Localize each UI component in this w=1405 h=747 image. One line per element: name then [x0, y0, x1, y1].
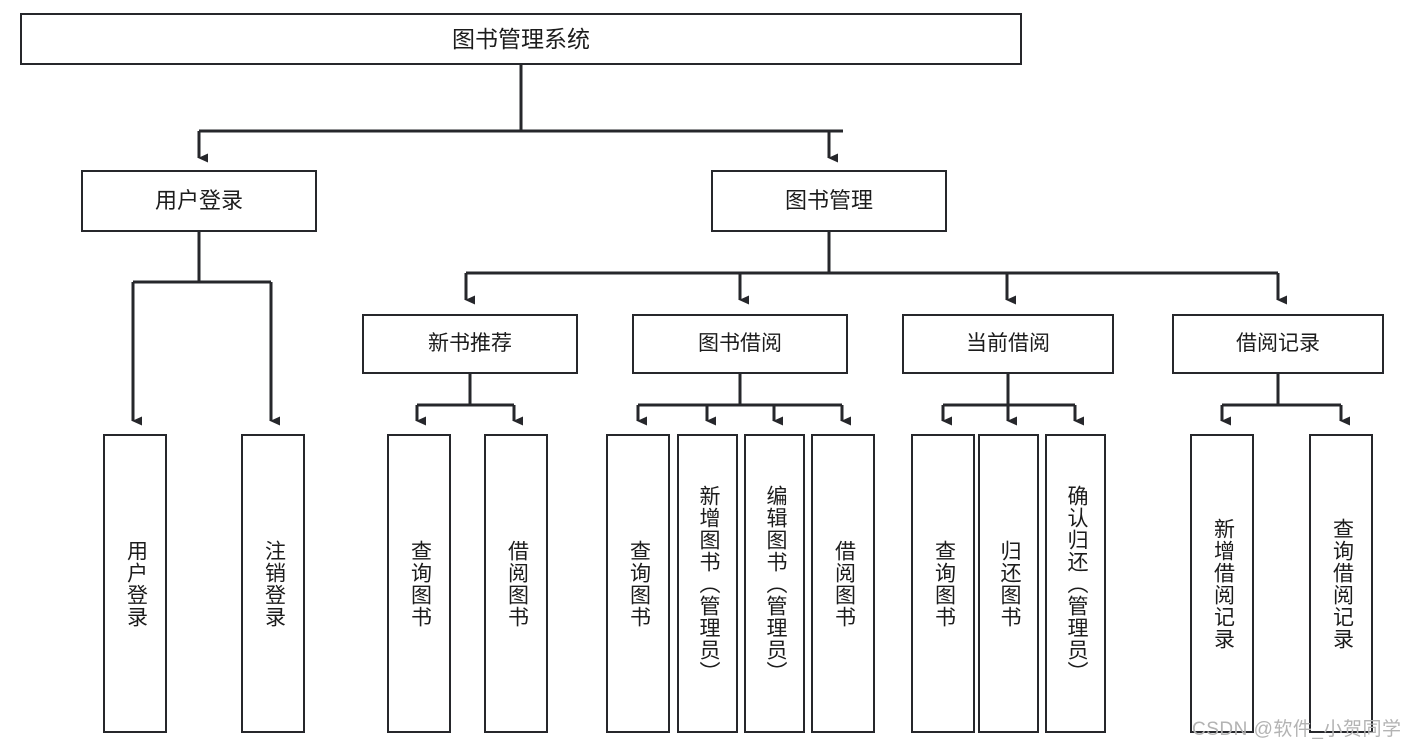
node-leaf-add-record[interactable]: 新增借阅记录 — [1190, 434, 1254, 733]
node-label: 用户登录 — [154, 188, 243, 214]
node-label: 查询借阅记录 — [1330, 517, 1354, 650]
node-leaf-query-record[interactable]: 查询借阅记录 — [1309, 434, 1373, 733]
watermark: CSDN @软件_小贺同学 — [1192, 719, 1402, 740]
node-leaf-return-book[interactable]: 归还图书 — [978, 434, 1039, 733]
node-root-system[interactable]: 图书管理系统 — [20, 13, 1022, 65]
node-new-book-recommend[interactable]: 新书推荐 — [362, 314, 578, 374]
node-label: 查询图书 — [408, 539, 432, 628]
node-label: 图书借阅 — [698, 331, 782, 355]
node-leaf-query-book-3[interactable]: 查询图书 — [911, 434, 975, 733]
node-label: 借阅记录 — [1236, 331, 1320, 355]
node-label: 图书管理 — [784, 188, 873, 214]
node-label: 借阅图书 — [505, 539, 529, 628]
node-label: 归还图书 — [997, 539, 1021, 628]
node-leaf-borrow-book-2[interactable]: 借阅图书 — [811, 434, 875, 733]
node-leaf-borrow-book-1[interactable]: 借阅图书 — [484, 434, 548, 733]
node-label: 确认归还（管理员） — [1064, 484, 1088, 683]
node-leaf-user-login[interactable]: 用户登录 — [103, 434, 167, 733]
node-leaf-confirm-return[interactable]: 确认归还（管理员） — [1045, 434, 1106, 733]
node-label: 查询图书 — [627, 539, 651, 628]
node-label: 新增图书（管理员） — [696, 484, 720, 683]
node-label: 图书管理系统 — [452, 25, 590, 52]
node-leaf-edit-book[interactable]: 编辑图书（管理员） — [744, 434, 805, 733]
node-label: 编辑图书（管理员） — [763, 484, 787, 683]
node-label: 新书推荐 — [428, 331, 512, 355]
node-label: 注销登录 — [262, 539, 286, 628]
node-current-borrow[interactable]: 当前借阅 — [902, 314, 1114, 374]
node-leaf-add-book[interactable]: 新增图书（管理员） — [677, 434, 738, 733]
node-leaf-query-book-2[interactable]: 查询图书 — [606, 434, 670, 733]
node-user-login[interactable]: 用户登录 — [81, 170, 317, 232]
node-borrow-record[interactable]: 借阅记录 — [1172, 314, 1384, 374]
node-label: 当前借阅 — [966, 331, 1050, 355]
node-label: 借阅图书 — [832, 539, 856, 628]
node-book-manage[interactable]: 图书管理 — [711, 170, 947, 232]
node-label: 新增借阅记录 — [1211, 517, 1235, 650]
node-label: 用户登录 — [124, 539, 148, 628]
node-leaf-user-logout[interactable]: 注销登录 — [241, 434, 305, 733]
node-leaf-query-book-1[interactable]: 查询图书 — [387, 434, 451, 733]
node-book-borrow[interactable]: 图书借阅 — [632, 314, 848, 374]
node-label: 查询图书 — [932, 539, 956, 628]
